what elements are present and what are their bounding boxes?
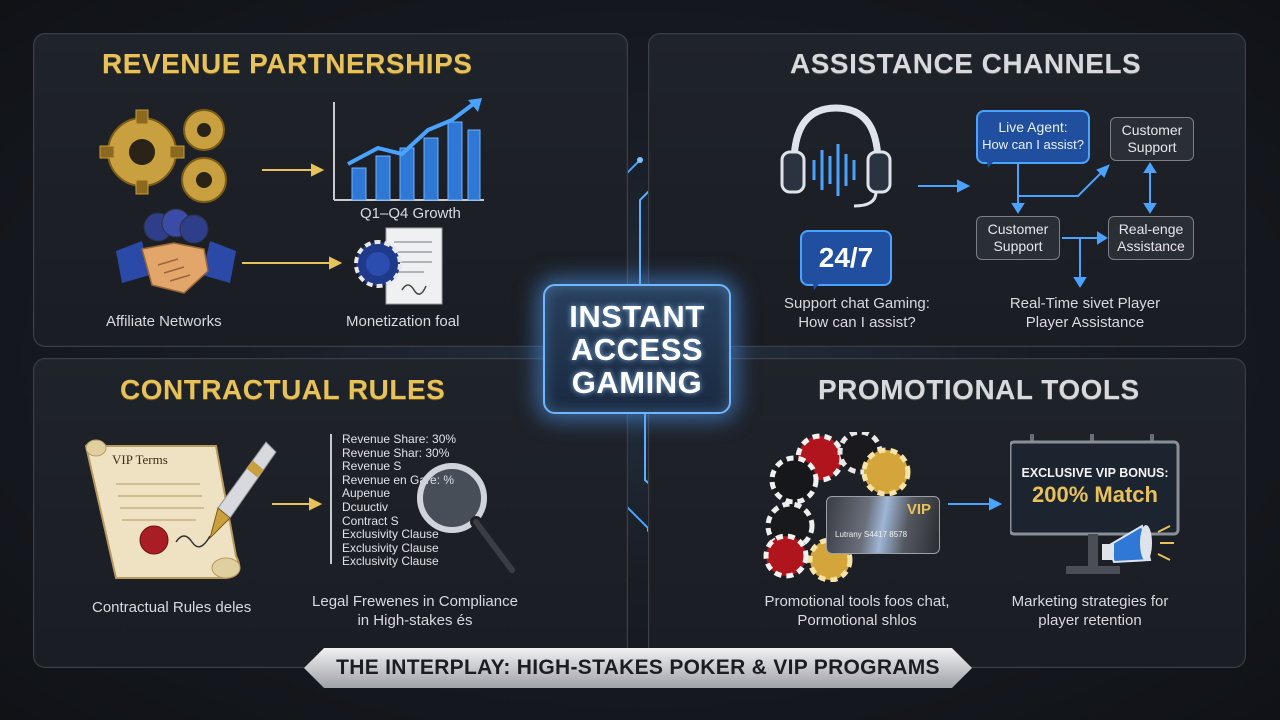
badge-247-text: 24/7 xyxy=(818,242,874,273)
chat-bubble-tail xyxy=(986,156,998,168)
realtime-assistance-box: Real-enge Assistance xyxy=(1108,216,1194,260)
badge-247: 24/7 xyxy=(800,230,892,286)
center-line2: ACCESS xyxy=(570,331,704,367)
customer-support-mid-line2: Support xyxy=(993,238,1043,254)
customer-support-box-mid: Customer Support xyxy=(976,216,1060,260)
contract-term-line: Exclusivity Clause xyxy=(342,540,439,555)
instant-access-gaming-hub: INSTANT ACCESS GAMING xyxy=(543,284,731,414)
customer-support-mid-line1: Customer xyxy=(987,221,1049,237)
contract-term-line: Revenue Share: 30% xyxy=(342,432,457,446)
promotional-right-line1: Marketing strategies for xyxy=(1011,593,1169,610)
center-line1: INSTANT xyxy=(569,298,705,334)
promotional-right-line2: player retention xyxy=(1038,612,1142,629)
billboard-icon xyxy=(1010,434,1180,574)
support-chat-label: Support chat Gaming: How can I assist? xyxy=(772,294,942,332)
scroll-icon xyxy=(84,439,241,579)
promotional-left-line1: Promotional tools foos chat, xyxy=(764,593,950,610)
vip-card-icon: VIP Lutrany S4417 8578 xyxy=(826,496,940,554)
contract-term-line: Dcuuctiv xyxy=(342,500,389,514)
revenue-partnerships-panel xyxy=(33,33,628,347)
handshake-icon xyxy=(116,208,236,294)
player-assist-line2: Player Assistance xyxy=(1025,314,1145,331)
contract-term-line: Aupenue xyxy=(342,486,391,501)
vip-card-label: VIP xyxy=(906,501,931,518)
contract-icon xyxy=(354,227,443,305)
live-agent-chat-bubble: Live Agent: How can I assist? xyxy=(976,110,1090,164)
doc-rule-line xyxy=(330,434,332,564)
promotional-tools-title: PROMOTIONAL TOOLS xyxy=(818,374,1140,405)
megaphone-icon xyxy=(1102,524,1174,564)
player-assistance-label: Real-Time sivet Player Player Assistance xyxy=(1000,294,1170,332)
realtime-box-line1: Real-enge xyxy=(1118,221,1184,237)
customer-support-box-top: Customer Support xyxy=(1110,117,1194,161)
contract-term-line: Exclusivity Clause xyxy=(342,554,439,569)
assistance-channels-panel xyxy=(648,33,1246,347)
player-assist-line1: Real-Time sivet Player xyxy=(1009,295,1161,312)
promotional-right-label: Marketing strategies for player retentio… xyxy=(1000,592,1180,630)
promotional-left-line2: Pormotional shlos xyxy=(797,612,917,629)
contractual-right-line2: in High-stakes és xyxy=(357,612,473,629)
interplay-banner: THE INTERPLAY: HIGH-STAKES POKER & VIP P… xyxy=(304,648,972,688)
contractual-right-label: Legal Frewenes in Compliance in High-sta… xyxy=(310,592,520,630)
contract-term-line: Revenue S xyxy=(342,459,402,474)
billboard-line2: 200% Match xyxy=(1032,482,1158,507)
contractual-right-line1: Legal Frewenes in Compliance xyxy=(312,593,518,610)
promotional-left-label: Promotional tools foos chat, Pormotional… xyxy=(752,592,962,630)
gears-icon xyxy=(99,109,227,203)
chart-caption: Q1–Q4 Growth xyxy=(360,205,461,222)
contractual-rules-title: CONTRACTUAL RULES xyxy=(120,374,446,405)
support-chat-line2: How can I assist? xyxy=(798,314,916,331)
revenue-partnerships-title: REVENUE PARTNERSHIPS xyxy=(102,48,473,79)
contractual-left-label: Contractual Rules deles xyxy=(92,599,252,616)
customer-support-top-line2: Support xyxy=(1127,139,1177,155)
center-line3: GAMING xyxy=(571,364,703,400)
pen-icon xyxy=(209,441,277,540)
live-agent-line1: Live Agent: xyxy=(998,119,1068,135)
support-chat-line1: Support chat Gaming: xyxy=(784,295,930,312)
vip-card-number: Lutrany S4417 8578 xyxy=(835,530,908,539)
scroll-title: VIP Terms xyxy=(112,452,168,467)
contract-term-line: Contract S xyxy=(342,513,399,528)
billboard-line1: EXCLUSIVE VIP BONUS: xyxy=(1021,466,1169,480)
poker-chips-icon xyxy=(763,432,911,582)
affiliate-networks-label: Affiliate Networks xyxy=(106,313,222,330)
live-agent-line2: How can I assist? xyxy=(982,137,1084,152)
banner-text: THE INTERPLAY: HIGH-STAKES POKER & VIP P… xyxy=(336,656,940,679)
contract-term-line: Exclusivity Clause xyxy=(342,527,439,542)
bar-chart-icon xyxy=(333,98,484,201)
monetization-label: Monetization foal xyxy=(346,313,460,330)
realtime-box-line2: Assistance xyxy=(1117,238,1185,254)
magnifier-icon xyxy=(417,463,518,576)
customer-support-top-line1: Customer xyxy=(1121,122,1183,138)
contract-term-line: Revenue Shar: 30% xyxy=(342,445,450,460)
assistance-channels-title: ASSISTANCE CHANNELS xyxy=(790,48,1142,79)
headset-icon xyxy=(780,104,892,208)
badge-247-tail xyxy=(812,278,824,290)
